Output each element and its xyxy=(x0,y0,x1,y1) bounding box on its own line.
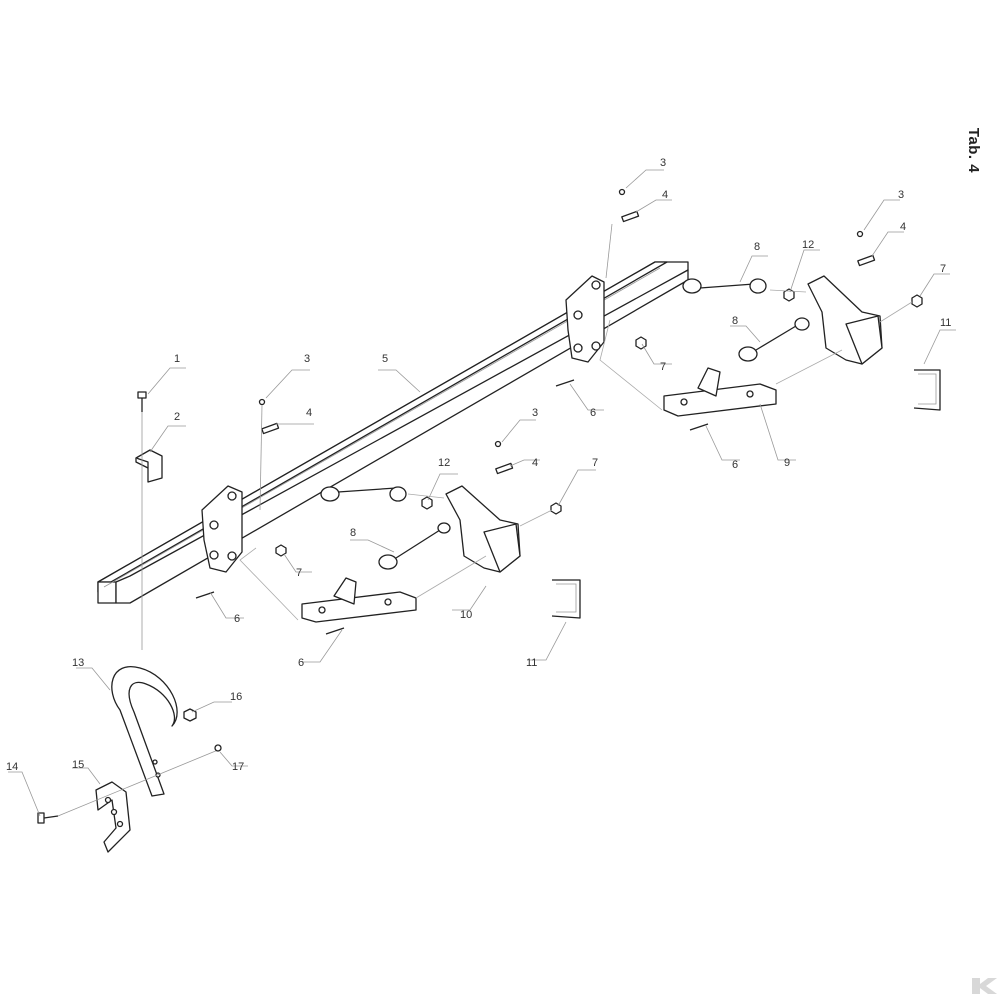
adjust-spindle-part-8-right-lower xyxy=(738,317,810,362)
pin-part-4-bracket-right xyxy=(857,254,876,267)
tab-label: Tab. 4 xyxy=(964,127,982,174)
callout-17: 17 xyxy=(232,761,244,773)
nut-part-12-left xyxy=(421,496,433,510)
mounting-bracket-right xyxy=(807,275,883,365)
callout-13: 13 xyxy=(72,657,84,669)
tine-holder-arm-part-9 xyxy=(663,367,777,417)
lynch-pin-part-3-left xyxy=(258,398,266,406)
assembly-guide-lines xyxy=(239,289,913,621)
callout-1: 1 xyxy=(174,353,180,365)
callout-labels: 1 2 3 3 3 3 4 4 4 4 5 6 6 6 6 7 7 7 7 8 … xyxy=(6,157,951,773)
lynch-pin-part-3-bracket xyxy=(494,440,502,448)
bolt-part-6-right-b xyxy=(689,423,709,431)
tine-plate-part-15 xyxy=(95,781,131,853)
clamp-bracket-part-2 xyxy=(135,449,163,483)
bolt-part-14 xyxy=(37,812,59,824)
callout-8: 8 xyxy=(350,527,356,539)
callout-9: 9 xyxy=(784,457,790,469)
callout-6: 6 xyxy=(590,407,596,419)
callout-2: 2 xyxy=(174,411,180,423)
callout-14: 14 xyxy=(6,761,18,773)
callout-3: 3 xyxy=(660,157,666,169)
nut-part-7-bracket-right xyxy=(911,294,923,308)
right-beam-clamp xyxy=(565,275,605,363)
bolt-part-6-left-b xyxy=(325,627,345,635)
callout-4: 4 xyxy=(532,457,538,469)
washer-part-17 xyxy=(214,744,222,752)
callout-8: 8 xyxy=(754,241,760,253)
callout-7: 7 xyxy=(940,263,946,275)
callout-12: 12 xyxy=(802,239,814,251)
nut-part-7-right xyxy=(635,336,647,350)
kramp-k-logo-icon xyxy=(972,978,997,994)
callout-10: 10 xyxy=(460,609,472,621)
adjust-spindle-part-8-left xyxy=(320,486,407,502)
nut-part-12-right xyxy=(783,288,795,302)
callout-7: 7 xyxy=(296,567,302,579)
callout-16: 16 xyxy=(230,691,242,703)
nut-part-7-left xyxy=(275,544,287,557)
callout-3: 3 xyxy=(532,407,538,419)
tine-holder-arm-left xyxy=(301,577,417,623)
left-beam-clamp xyxy=(201,485,243,573)
callout-8: 8 xyxy=(732,315,738,327)
callout-7: 7 xyxy=(660,361,666,373)
callout-4: 4 xyxy=(306,407,312,419)
nut-part-7-bracket xyxy=(550,502,562,515)
callout-7: 7 xyxy=(592,457,598,469)
callout-3: 3 xyxy=(898,189,904,201)
u-bolt-part-11-left xyxy=(551,579,581,619)
u-bolt-part-11-right xyxy=(913,369,941,411)
adjust-spindle-part-8-right xyxy=(682,278,767,294)
callout-5: 5 xyxy=(382,353,388,365)
lynch-pin-part-3-bracket-right xyxy=(856,230,864,238)
bolt-part-6-left-a xyxy=(195,591,215,599)
bolt-part-1 xyxy=(137,391,147,412)
callout-11: 11 xyxy=(526,657,537,669)
pin-part-4-left xyxy=(261,422,280,435)
callout-6: 6 xyxy=(732,459,738,471)
lynch-pin-part-3-right xyxy=(618,188,626,196)
callout-6: 6 xyxy=(234,613,240,625)
spring-tine-part-13 xyxy=(111,666,178,797)
pin-part-4-right xyxy=(621,210,640,223)
callout-4: 4 xyxy=(662,189,668,201)
pin-part-4-bracket xyxy=(495,462,514,475)
callout-4: 4 xyxy=(900,221,906,233)
nut-part-16 xyxy=(183,708,197,722)
callout-3: 3 xyxy=(304,353,310,365)
callout-12: 12 xyxy=(438,457,450,469)
callout-15: 15 xyxy=(72,759,84,771)
bolt-part-6-right-a xyxy=(555,379,575,387)
callout-11: 11 xyxy=(940,317,951,329)
mounting-bracket-part-10 xyxy=(445,485,521,573)
adjust-spindle-part-8-left-lower xyxy=(378,522,451,570)
callout-6: 6 xyxy=(298,657,304,669)
callout-leaders xyxy=(8,169,956,817)
